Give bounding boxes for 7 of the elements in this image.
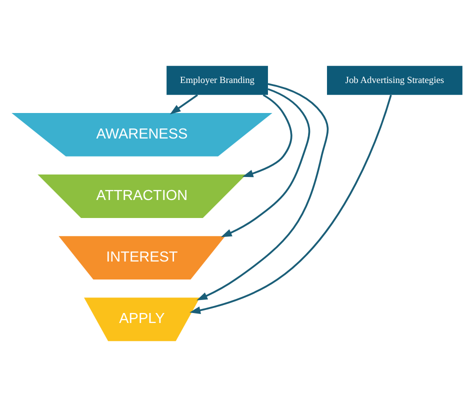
node-box: Employer Branding	[166, 65, 268, 94]
arrow	[170, 94, 198, 114]
node-box: Job Advertising Strategies	[326, 65, 462, 94]
arrow	[220, 88, 310, 237]
arrow	[196, 82, 329, 300]
arrow	[242, 94, 292, 177]
arrow	[190, 94, 392, 314]
